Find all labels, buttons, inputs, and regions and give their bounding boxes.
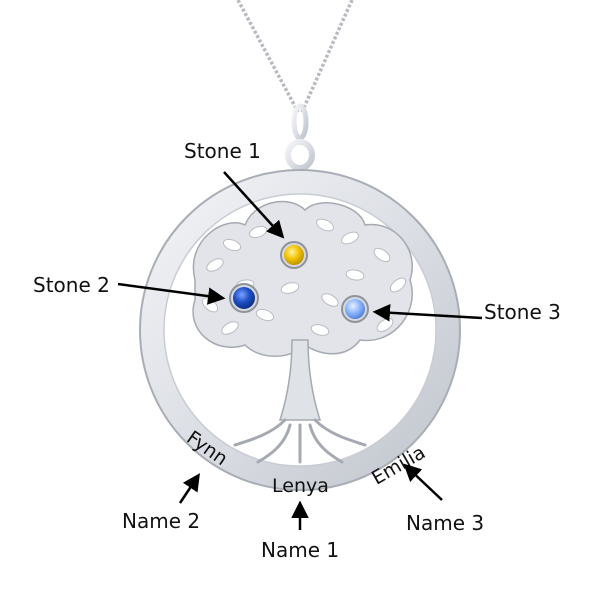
label-name-1: Name 1: [261, 538, 339, 562]
label-stone-1: Stone 1: [184, 139, 261, 163]
callout-arrows: [117, 171, 483, 530]
arrow-stone-3: [372, 304, 483, 322]
stone-light-blue: [341, 295, 369, 323]
tree-trunk: [278, 339, 322, 421]
stone-yellow: [280, 241, 308, 269]
arrow-stone-2: [117, 282, 226, 305]
label-name-3: Name 3: [406, 511, 484, 535]
label-name-2: Name 2: [122, 509, 200, 533]
callout-labels: Stone 1 Stone 2 Stone 3 Name 2 Name 1 Na…: [33, 139, 561, 562]
tree-leaf-cutouts: [201, 218, 407, 336]
label-stone-2: Stone 2: [33, 273, 110, 297]
chain: [236, 0, 354, 113]
label-stone-3: Stone 3: [484, 300, 561, 324]
tree-roots: [233, 418, 367, 464]
arrow-stone-1: [223, 171, 285, 239]
arrow-name-2: [178, 473, 200, 504]
birthstones: [229, 241, 369, 323]
pendant-bail: [285, 103, 315, 171]
stone-dark-blue: [229, 283, 259, 313]
arrow-name-3: [403, 463, 443, 501]
engraving-center: Lenya: [272, 475, 329, 497]
